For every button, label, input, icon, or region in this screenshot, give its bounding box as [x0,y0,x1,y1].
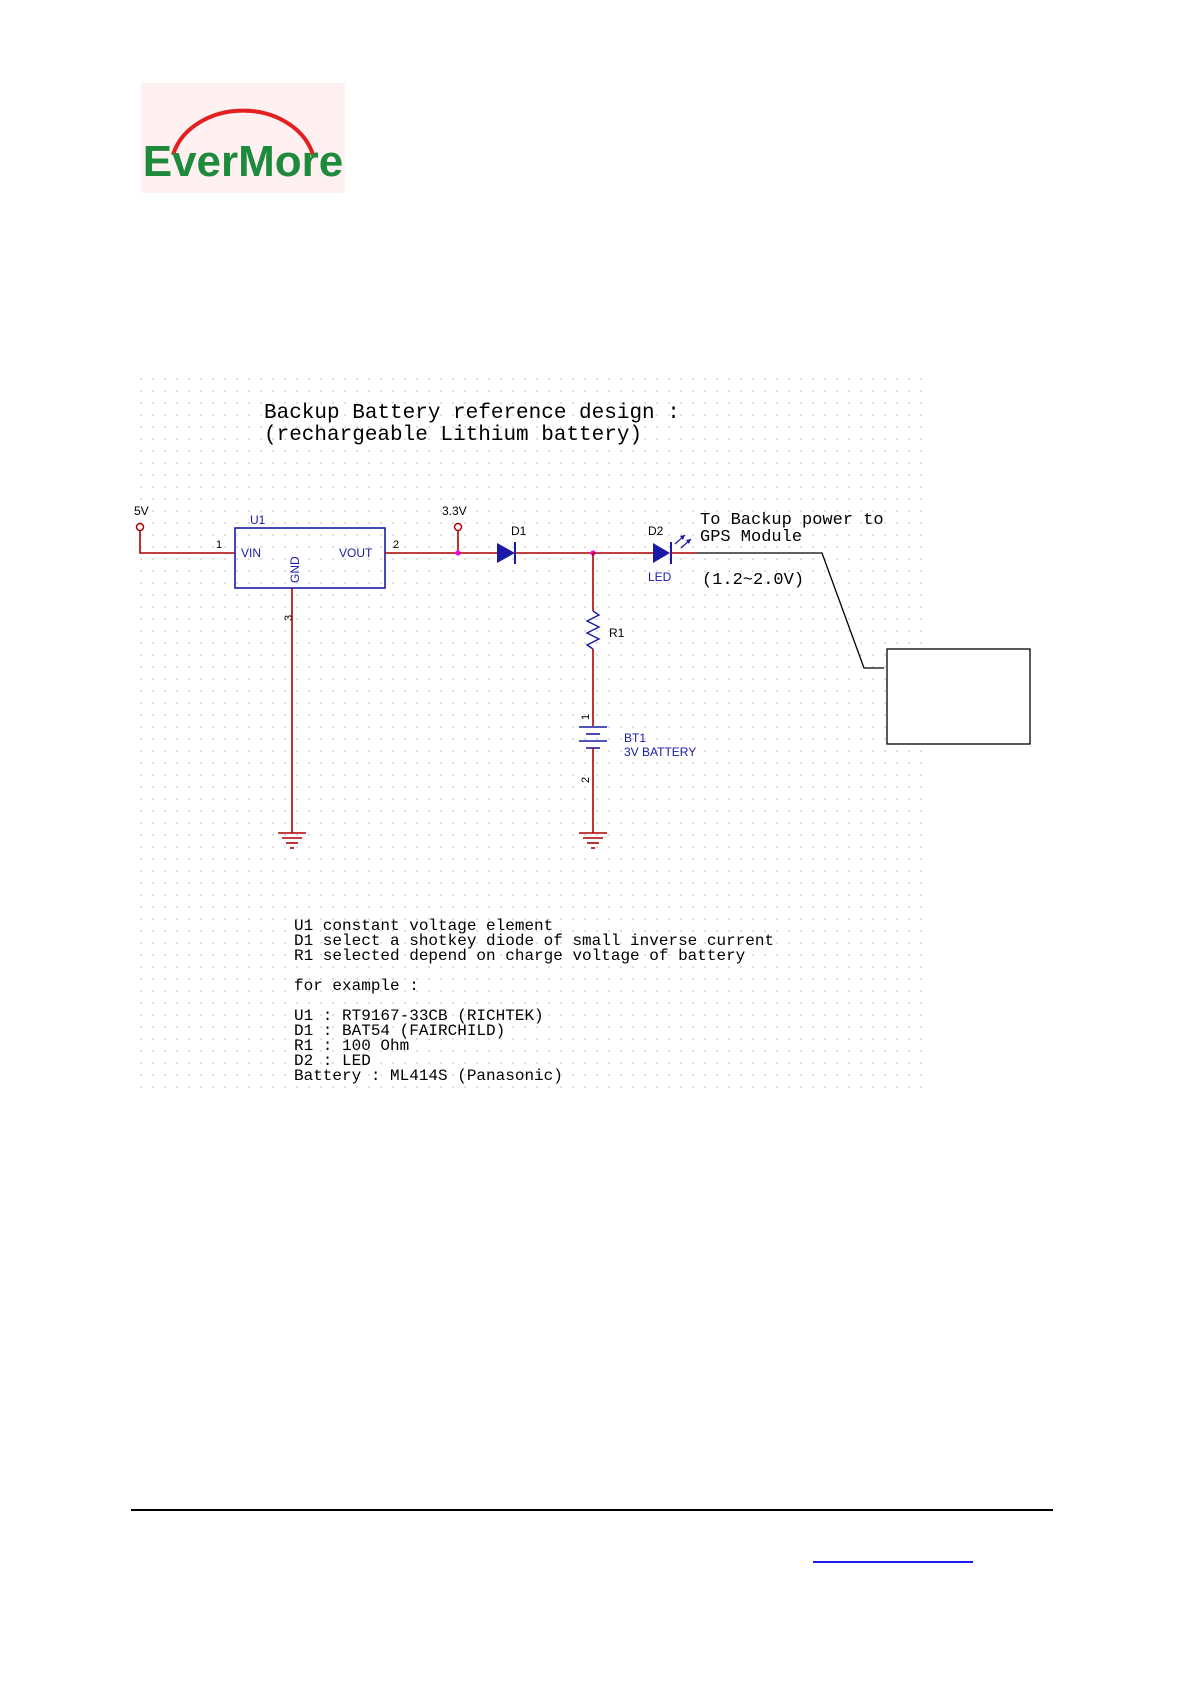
u1-body [234,527,386,589]
junction-3v3 [455,550,461,556]
battery-bt1: 1 2 BT1 3V BATTERY [579,714,696,833]
net-label-3v3: 3.3V [442,504,467,518]
note-line-2: D1 select a shotkey diode of small inver… [294,932,774,950]
example-line-2: D1 : BAT54 (FAIRCHILD) [294,1022,505,1040]
u1-pin2: 2 [393,539,399,551]
example-line-4: D2 : LED [294,1052,371,1070]
bt1-ref: BT1 [624,731,646,745]
footer-link[interactable] [813,1560,973,1563]
net-label-5v: 5V [134,504,149,518]
resistor-r1: R1 [585,553,625,726]
grid-background [140,378,930,1098]
output-label-line1: To Backup power to [700,511,884,530]
example-line-5: Battery : ML414S (Panasonic) [294,1067,563,1085]
bt1-pin1: 1 [580,714,592,720]
example-line-1: U1 : RT9167-33CB (RICHTEK) [294,1007,544,1025]
led-d2: D2 LED [648,524,692,584]
regulator-u1: 1 U1 VIN VOUT GND 2 3 [216,513,399,621]
evermore-logo: EverMore [141,83,345,193]
output-callout-line [696,552,884,669]
gps-module-box [886,648,1031,745]
u1-vin-label: VIN [241,546,261,560]
schematic-title-line1: Backup Battery reference design : [264,402,680,425]
logo-background [141,83,345,193]
u1-vout-label: VOUT [339,546,373,560]
u1-gnd-label: GND [288,556,302,583]
d2-value: LED [648,570,672,584]
note-line-3: R1 selected depend on charge voltage of … [294,947,746,965]
d1-ref: D1 [511,524,527,538]
logo-text: EverMore [143,137,344,186]
u1-pin3: 3 [283,615,295,621]
power-port-5v: 5V [134,504,235,554]
example-line-3: R1 : 100 Ohm [294,1037,409,1055]
u1-ref: U1 [250,513,266,527]
note-line-1: U1 constant voltage element [294,917,553,935]
r1-ref: R1 [609,626,625,640]
bt1-value: 3V BATTERY [624,745,696,759]
schematic-title-line2: (rechargeable Lithium battery) [264,424,642,447]
power-port-3v3: 3.3V [442,504,467,556]
backup-battery-schematic: Backup Battery reference design : (recha… [134,378,1031,1098]
footer-rule [131,1509,1053,1511]
logo-arc [171,108,315,156]
d2-ref: D2 [648,524,664,538]
ground-bt1 [579,832,607,849]
ground-u1 [278,588,306,849]
example-header: for example : [294,977,419,995]
bt1-pin2: 2 [580,777,592,783]
output-voltage: (1.2~2.0V) [702,571,804,590]
u1-pin1: 1 [216,539,222,551]
output-label-line2: GPS Module [700,528,802,547]
